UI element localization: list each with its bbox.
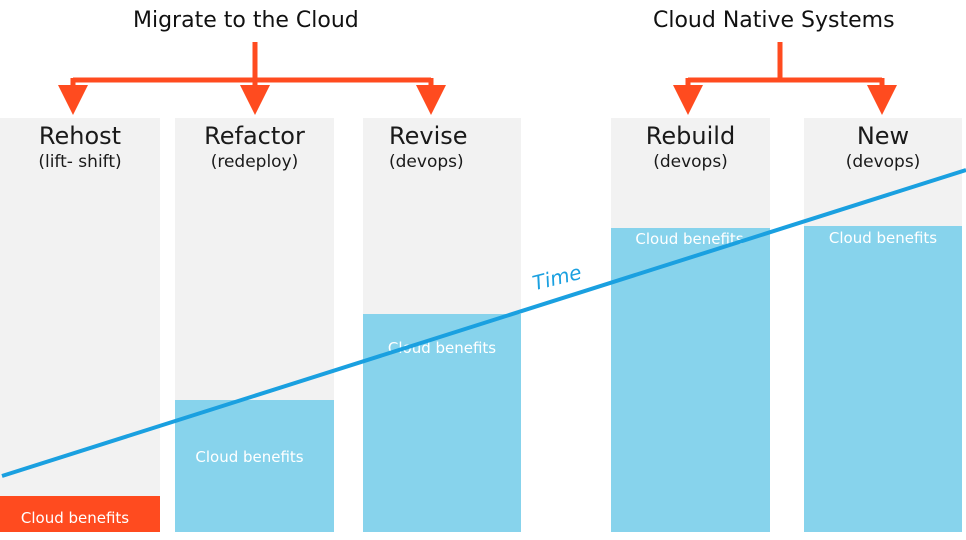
column-subtitle: (devops)	[389, 152, 464, 172]
column-refactor: Refactor (redeploy) Cloud benefits	[175, 118, 334, 532]
native-bracket-arrows	[673, 42, 897, 115]
column-revise: Revise (devops) Cloud benefits	[363, 118, 521, 532]
cloud-benefits-bar: Cloud benefits	[0, 496, 160, 532]
cloud-benefits-bar: Cloud benefits	[804, 226, 962, 532]
cloud-benefits-label: Cloud benefits	[828, 229, 938, 247]
column-title: Rehost	[38, 122, 122, 150]
cloud-benefits-label: Cloud benefits	[635, 230, 744, 248]
column-title: Refactor	[204, 122, 305, 150]
cloud-benefits-bar: Cloud benefits	[175, 400, 334, 532]
column-subtitle: (devops)	[845, 152, 921, 172]
time-label: Time	[530, 260, 584, 296]
column-subtitle: (devops)	[653, 152, 728, 172]
cloud-benefits-label: Cloud benefits	[195, 448, 304, 466]
column-rebuild: Rebuild (devops) Cloud benefits	[611, 118, 770, 532]
native-group-title: Cloud Native Systems	[653, 8, 895, 33]
column-new: New (devops) Cloud benefits	[804, 118, 962, 532]
column-title: Revise	[389, 122, 468, 150]
column-rehost: Rehost (lift- shift) Cloud benefits	[0, 118, 160, 532]
migrate-bracket-arrows	[58, 42, 446, 115]
cloud-benefits-label: Cloud benefits	[387, 339, 497, 357]
column-subtitle: (lift- shift)	[38, 152, 122, 172]
column-title: Rebuild	[645, 122, 736, 150]
cloud-benefits-label: Cloud benefits	[20, 509, 130, 527]
cloud-benefits-bar: Cloud benefits	[611, 228, 770, 532]
cloud-benefits-bar: Cloud benefits	[363, 314, 521, 532]
column-subtitle: (redeploy)	[210, 152, 299, 172]
migrate-group-title: Migrate to the Cloud	[133, 8, 359, 33]
column-title: New	[856, 122, 910, 150]
